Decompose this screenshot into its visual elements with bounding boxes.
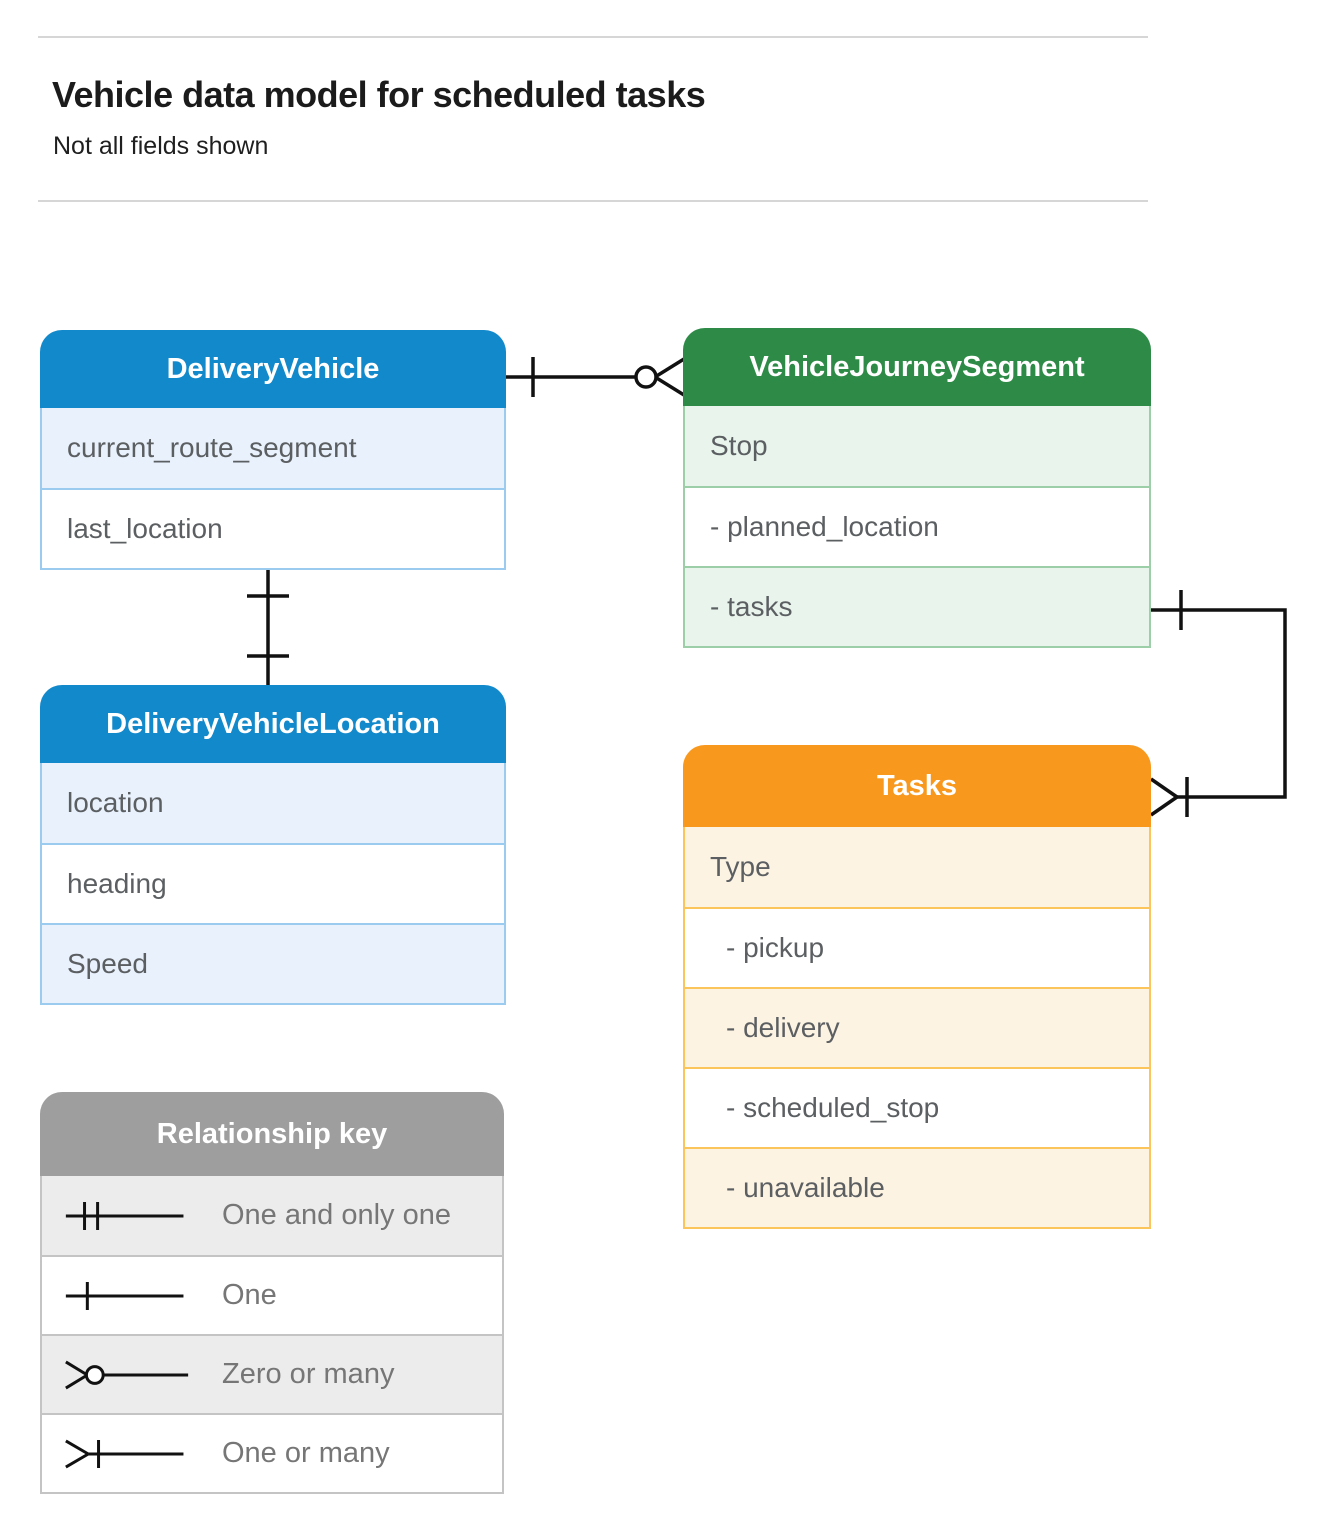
entity-delivery-vehicle: DeliveryVehicle current_route_segment la… (40, 330, 506, 570)
zero-or-many-circle (634, 365, 658, 389)
entity-title: DeliveryVehicleLocation (106, 707, 440, 740)
legend-row: One or many (42, 1413, 502, 1492)
field-label: - scheduled_stop (726, 1092, 940, 1123)
entity-title: DeliveryVehicle (166, 352, 380, 385)
field-row: Speed (42, 923, 504, 1003)
entity-header: VehicleJourneySegment (683, 328, 1151, 406)
entity-vehicle-journey-segment: VehicleJourneySegment Stop - planned_loc… (683, 328, 1151, 648)
field-row: - pickup (685, 907, 1149, 987)
field-label: last_location (67, 513, 223, 544)
field-label: current_route_segment (67, 432, 357, 463)
legend-header: Relationship key (40, 1092, 504, 1176)
field-label: location (67, 787, 164, 818)
field-label: - pickup (726, 932, 825, 963)
field-row: - unavailable (685, 1147, 1149, 1227)
legend-label: One (222, 1279, 277, 1311)
field-row: - tasks (685, 566, 1149, 646)
field-label: Stop (710, 430, 768, 461)
connector-tasksrow-tasks (1150, 590, 1287, 817)
field-label: heading (67, 868, 167, 899)
entity-header: Tasks (683, 745, 1151, 827)
field-row: current_route_segment (42, 408, 504, 488)
entity-body: location heading Speed (40, 763, 506, 1005)
zero-or-many-symbol (65, 1360, 189, 1389)
field-row: last_location (42, 488, 504, 568)
one-or-many-symbol (65, 1439, 184, 1468)
relationship-key: Relationship key One and only one One (40, 1092, 504, 1494)
legend-row: One (42, 1255, 502, 1334)
field-label: - planned_location (710, 511, 939, 542)
entity-title: VehicleJourneySegment (749, 350, 1085, 383)
entity-tasks: Tasks Type - pickup - delivery - schedul… (683, 745, 1151, 1229)
field-row: - scheduled_stop (685, 1067, 1149, 1147)
entity-body: Stop - planned_location - tasks (683, 406, 1151, 648)
field-row: Stop (685, 406, 1149, 486)
legend-title: Relationship key (156, 1117, 388, 1150)
one-and-only-one-symbol (65, 1201, 184, 1230)
entity-title: Tasks (876, 769, 958, 802)
entity-body: current_route_segment last_location (40, 408, 506, 570)
field-label: - delivery (726, 1012, 840, 1043)
top-divider (38, 36, 1148, 38)
page-subtitle: Not all fields shown (53, 132, 269, 160)
legend-label: One and only one (222, 1199, 451, 1231)
connector-deliveryvehicle-deliveryvehiclelocation (247, 568, 289, 686)
field-label: Type (710, 851, 771, 882)
entity-delivery-vehicle-location: DeliveryVehicleLocation location heading… (40, 685, 506, 1005)
page-title: Vehicle data model for scheduled tasks (52, 74, 706, 115)
legend-label: One or many (222, 1437, 390, 1469)
field-label: Speed (67, 948, 148, 979)
entity-header: DeliveryVehicle (40, 330, 506, 408)
legend-body: One and only one One Zero or many (40, 1176, 504, 1494)
field-label: - tasks (710, 591, 793, 622)
legend-label: Zero or many (222, 1358, 395, 1390)
one-symbol (65, 1281, 184, 1310)
entity-header: DeliveryVehicleLocation (40, 685, 506, 763)
field-label: - unavailable (726, 1172, 885, 1203)
legend-row: Zero or many (42, 1334, 502, 1413)
field-row: Type (685, 827, 1149, 907)
field-row: heading (42, 843, 504, 923)
header-divider (38, 200, 1148, 202)
legend-row: One and only one (42, 1176, 502, 1255)
entity-body: Type - pickup - delivery - scheduled_sto… (683, 827, 1151, 1229)
field-row: - delivery (685, 987, 1149, 1067)
field-row: - planned_location (685, 486, 1149, 566)
field-row: location (42, 763, 504, 843)
connector-deliveryvehicle-vehiclejourneysegment (506, 357, 685, 397)
